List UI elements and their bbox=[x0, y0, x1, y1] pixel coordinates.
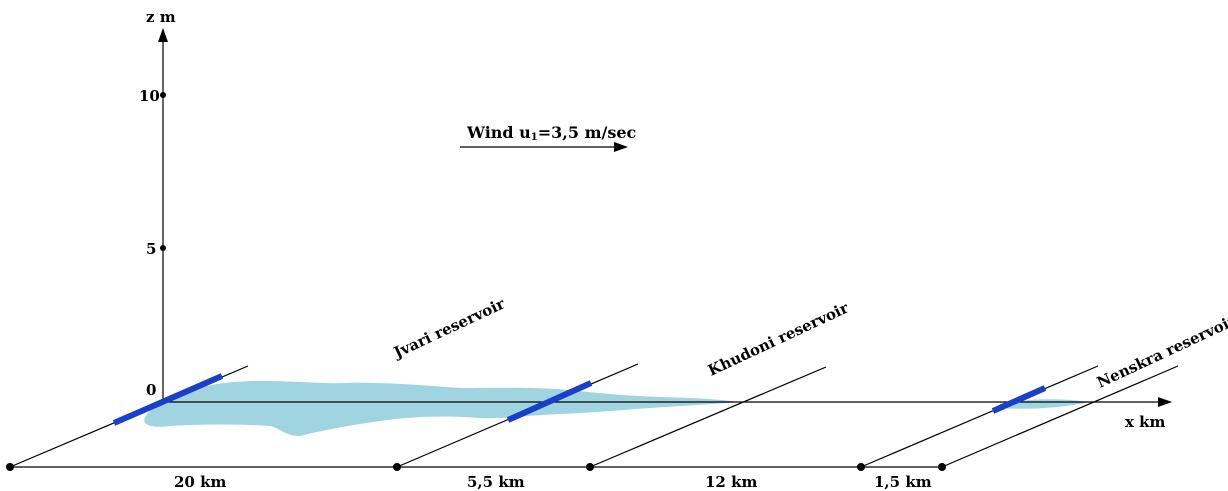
z-tick-0-label: 0 bbox=[146, 381, 156, 399]
base-dot-1 bbox=[6, 463, 14, 471]
wind-label: Wind u1=3,5 m/sec bbox=[466, 123, 637, 143]
z-tick-5-label: 5 bbox=[146, 240, 156, 258]
nenskra-reservoir-label: Nenskra reservoir bbox=[1094, 311, 1228, 392]
z-tick-10-dot bbox=[160, 92, 166, 98]
base-dot-4 bbox=[857, 463, 865, 471]
jvari-reservoir-bar bbox=[112, 373, 224, 426]
z-axis-label: z m bbox=[146, 8, 176, 26]
distance-label-3: 12 km bbox=[705, 473, 757, 491]
distance-label-2: 5,5 km bbox=[467, 473, 525, 491]
distance-label-1: 20 km bbox=[174, 473, 226, 491]
distance-label-4: 1,5 km bbox=[874, 473, 932, 491]
khudoni-reservoir-bar bbox=[506, 380, 593, 423]
khudoni-reservoir-label: Khudoni reservoir bbox=[705, 298, 852, 379]
diagonal-line-5 bbox=[941, 365, 1179, 468]
z-tick-5-dot bbox=[160, 245, 166, 251]
plume-area bbox=[144, 381, 741, 436]
base-dot-2 bbox=[393, 463, 401, 471]
diagonal-line-3 bbox=[589, 366, 827, 468]
jvari-reservoir-label: Jvari reservoir bbox=[389, 294, 508, 362]
nenskra-reservoir-bar bbox=[991, 385, 1047, 414]
base-dot-5 bbox=[938, 463, 946, 471]
diagonal-line-4 bbox=[860, 365, 1099, 468]
z-tick-10-label: 10 bbox=[139, 87, 160, 105]
x-axis-label: x km bbox=[1125, 413, 1166, 431]
base-dot-3 bbox=[586, 463, 594, 471]
